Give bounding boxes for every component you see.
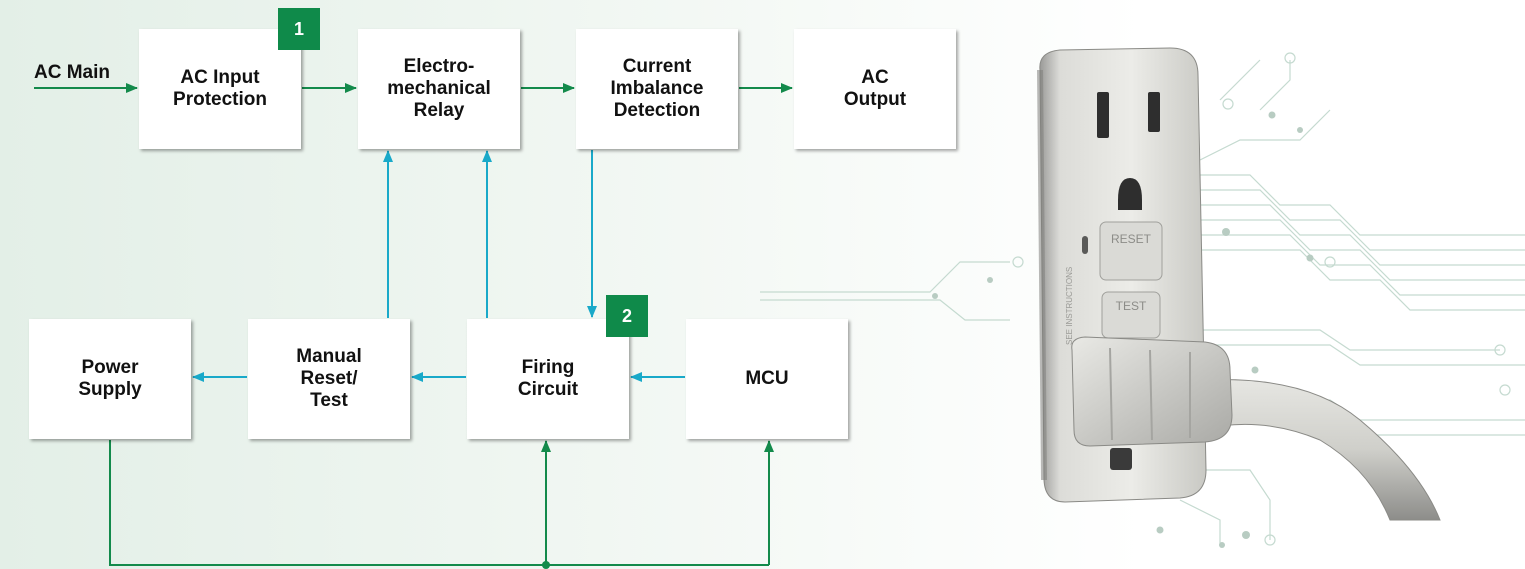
block-label: MCU [745, 368, 789, 389]
power-bus [109, 440, 769, 566]
block-label: AC Output [843, 67, 907, 110]
bus-junction-dot [542, 561, 550, 569]
badge-2: 2 [606, 295, 648, 337]
block-ac-input-protection: AC Input Protection [139, 29, 301, 149]
gfci-outlet-illustration: RESET TEST SEE INSTRUCTIONS [760, 47, 1525, 548]
block-mcu: MCU [686, 319, 848, 439]
indicator-light [1082, 236, 1088, 254]
block-label: Current Imbalance Detection [610, 56, 704, 121]
block-power-supply: Power Supply [29, 319, 191, 439]
block-label: Manual Reset/ Test [296, 346, 362, 411]
block-label: Power Supply [78, 357, 142, 400]
block-label: Electro- mechanical Relay [387, 56, 491, 121]
block-label: AC Input Protection [173, 67, 267, 110]
trace-nodes [932, 111, 1314, 548]
plate-edge [1037, 69, 1047, 481]
upper-receptacle [1097, 92, 1160, 210]
reset-button-graphic [1099, 221, 1163, 281]
side-instructions-text: SEE INSTRUCTIONS [1065, 267, 1074, 345]
badge-1: 1 [278, 8, 320, 50]
block-ac-output: AC Output [794, 29, 956, 149]
block-current-imbalance-detection: Current Imbalance Detection [576, 29, 738, 149]
power-cord [1179, 379, 1441, 521]
test-button-graphic [1101, 291, 1161, 339]
reset-button-label: RESET [1111, 232, 1152, 246]
block-firing-circuit: Firing Circuit [467, 319, 629, 439]
plug-grip-ridges [1109, 347, 1191, 441]
ac-main-label: AC Main [34, 62, 110, 83]
block-electromechanical-relay: Electro- mechanical Relay [358, 29, 520, 149]
lower-ground-slot [1110, 448, 1132, 470]
test-button-label: TEST [1116, 299, 1147, 313]
block-label: Firing Circuit [517, 357, 579, 400]
trace-rings [1012, 52, 1511, 546]
block-manual-reset-test: Manual Reset/ Test [248, 319, 410, 439]
